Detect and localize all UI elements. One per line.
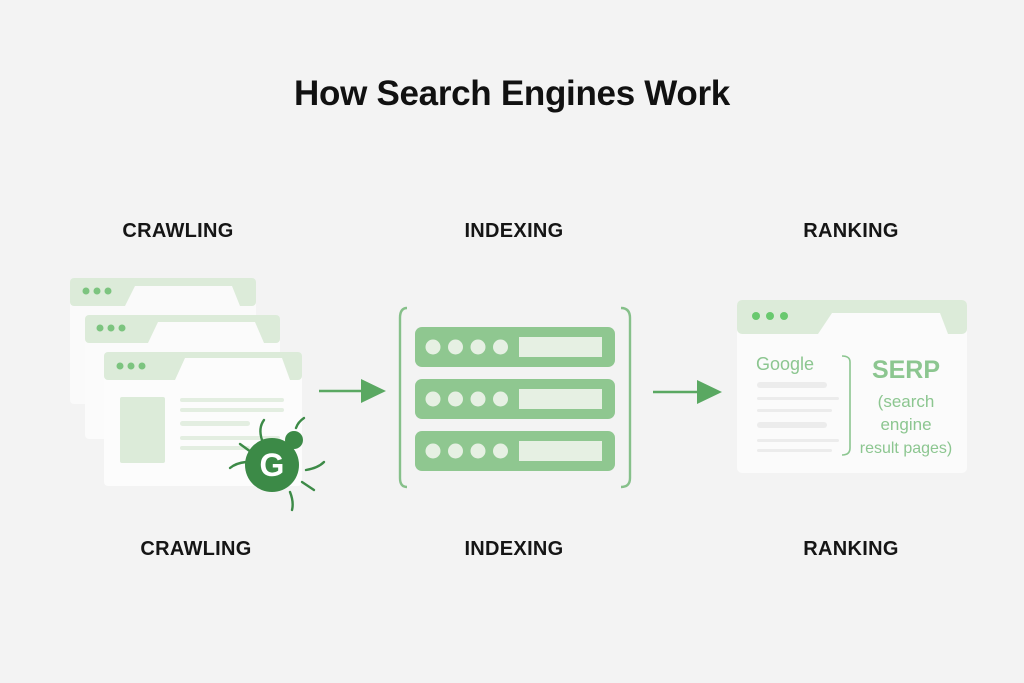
server-drive-slot [519, 441, 602, 461]
server-drive-slot [519, 389, 602, 409]
server-light [493, 443, 508, 459]
server-light [493, 391, 508, 407]
server-light [470, 443, 486, 459]
server-unit [415, 379, 615, 419]
server-light [448, 443, 463, 459]
serp-desc-line-2: engine [880, 415, 931, 434]
serp-desc-line-3: result pages) [860, 440, 953, 457]
indexing-bottom-label: INDEXING [464, 538, 564, 560]
crawling-bottom-label: CRAWLING [140, 538, 252, 560]
server-light [493, 339, 508, 355]
arrow-index-to-rank [653, 380, 722, 404]
server-light [425, 391, 441, 407]
server-unit [415, 431, 615, 471]
arrow-crawl-to-index [319, 379, 386, 403]
serp-google-brand: Google [756, 354, 814, 374]
server-light [448, 339, 463, 355]
crawling-top-label: CRAWLING [122, 220, 234, 242]
serp-desc-line-1: (search [878, 392, 935, 411]
server-unit [415, 327, 615, 367]
crawler-bug-icon [228, 416, 326, 512]
server-drive-slot [519, 337, 602, 357]
indexing-top-label: INDEXING [464, 220, 564, 242]
server-light [425, 443, 441, 459]
server-light [470, 391, 486, 407]
ranking-bottom-label: RANKING [803, 538, 899, 560]
server-light [448, 391, 463, 407]
diagram-title: How Search Engines Work [294, 74, 730, 113]
server-light [470, 339, 486, 355]
server-light [425, 339, 441, 355]
serp-window [737, 300, 967, 473]
server-rack-icon [398, 306, 632, 489]
ranking-top-label: RANKING [803, 220, 899, 242]
bug-letter: G [260, 447, 285, 483]
serp-heading: SERP [872, 356, 940, 384]
